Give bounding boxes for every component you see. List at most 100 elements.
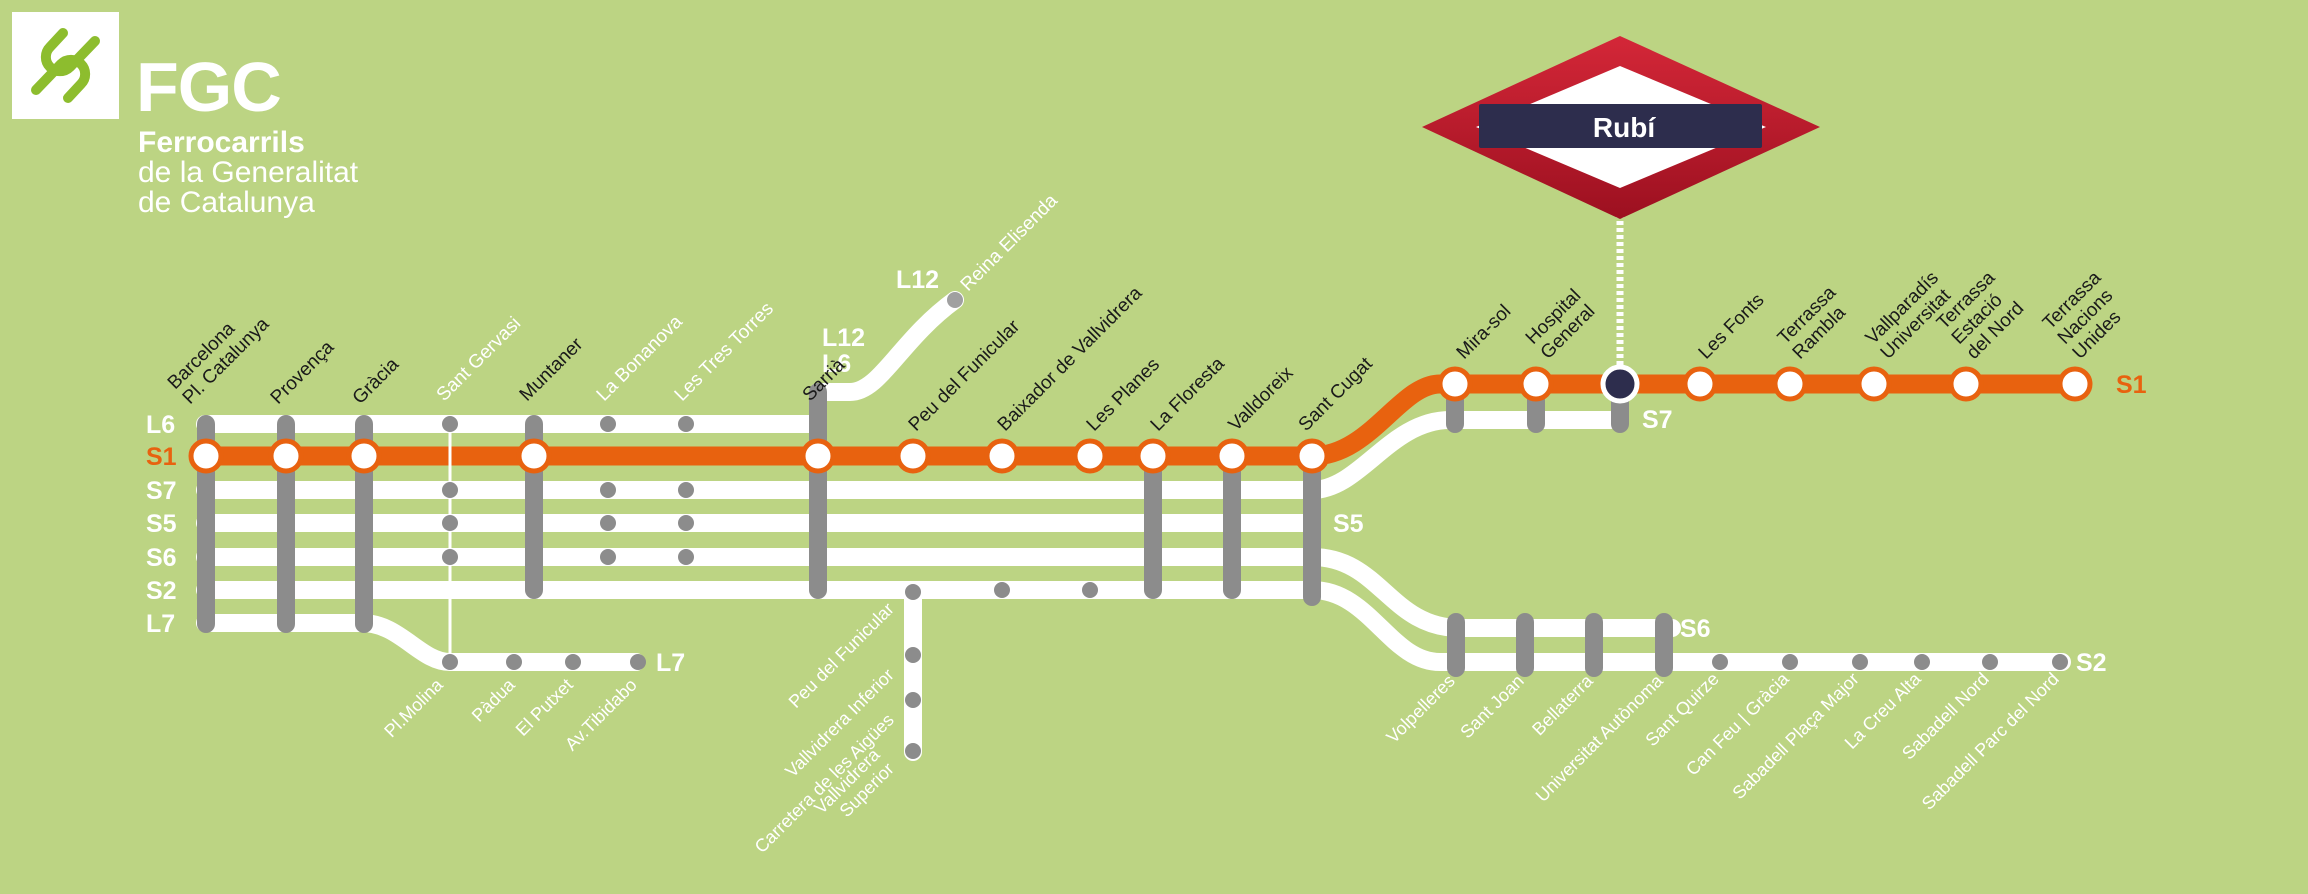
dot xyxy=(678,515,694,531)
s1-stop[interactable] xyxy=(1072,438,1108,474)
s1-stations xyxy=(188,366,2093,474)
station-label-top: Gràcia xyxy=(349,354,404,409)
dot xyxy=(905,647,921,663)
s1-stop[interactable] xyxy=(895,438,931,474)
brand-line-1: Ferrocarrils xyxy=(138,126,305,159)
label-l12-branch: L12 xyxy=(896,266,939,294)
label-s7: S7 xyxy=(146,477,177,505)
station-label-s2: Sabadell Parc del Nord xyxy=(1918,669,2063,814)
dot xyxy=(1982,654,1998,670)
current-station-sign: Rubí xyxy=(1422,36,1820,404)
label-s5: S5 xyxy=(146,510,177,538)
label-s1-end: S1 xyxy=(2116,371,2147,399)
station-label-l7: Pàdua xyxy=(468,674,520,726)
brand-subtitle: Ferrocarrils de la Generalitat de Catalu… xyxy=(138,128,358,218)
s1-stop[interactable] xyxy=(1135,438,1171,474)
label-l6: L6 xyxy=(146,411,175,439)
dot xyxy=(947,292,963,308)
s1-stop[interactable] xyxy=(268,438,304,474)
station-dots xyxy=(442,292,2068,759)
station-label-l7: Pl.Molina xyxy=(380,674,447,741)
line-s7 xyxy=(196,411,1619,499)
current-station-marker[interactable] xyxy=(1600,364,1640,404)
station-label-top: HospitalGeneral xyxy=(1522,285,1600,363)
station-label-top: Provença xyxy=(267,337,339,409)
dot xyxy=(600,549,616,565)
dot xyxy=(678,416,694,432)
dot xyxy=(905,743,921,759)
line-l12 xyxy=(809,291,964,401)
dot xyxy=(600,482,616,498)
s1-stop[interactable] xyxy=(800,438,836,474)
dot xyxy=(442,549,458,565)
label-s6: S6 xyxy=(146,544,177,572)
dot xyxy=(905,692,921,708)
dot xyxy=(442,482,458,498)
line-labels: L6 S1 S7 S5 S6 S2 L7 L12 L12 L6 S1 S7 S5… xyxy=(146,266,2147,677)
s1-stop[interactable] xyxy=(1437,366,1473,402)
s1-stop[interactable] xyxy=(516,438,552,474)
station-label-top: Mira-sol xyxy=(1453,301,1516,364)
s1-stop[interactable] xyxy=(1294,438,1330,474)
brand-acronym: FGC xyxy=(136,48,282,126)
current-station-name: Rubí xyxy=(1593,112,1656,143)
station-label-s2: Sant Joan xyxy=(1456,671,1527,742)
label-s7-end: S7 xyxy=(1642,406,1673,434)
line-s6 xyxy=(196,548,1681,637)
label-l12-sarria: L12 xyxy=(822,324,865,352)
dot xyxy=(565,654,581,670)
dot xyxy=(600,515,616,531)
s1-stop[interactable] xyxy=(2057,366,2093,402)
label-l7: L7 xyxy=(146,610,175,638)
dot xyxy=(678,482,694,498)
dot xyxy=(1914,654,1930,670)
station-label-top: Sant Gervasi xyxy=(433,313,526,406)
label-l6-sarria: L6 xyxy=(822,350,851,378)
s1-stop[interactable] xyxy=(1682,366,1718,402)
station-label-l7: El Putxet xyxy=(512,675,577,740)
station-label-top: BarcelonaPl. Catalunya xyxy=(164,299,274,409)
label-s2-end: S2 xyxy=(2076,649,2107,677)
dot xyxy=(1082,582,1098,598)
station-label-top: Baixador de Vallvidrera xyxy=(994,282,1147,435)
label-s1: S1 xyxy=(146,443,177,471)
dot xyxy=(442,515,458,531)
dot xyxy=(905,584,921,600)
label-s2: S2 xyxy=(146,577,177,605)
label-s6-end: S6 xyxy=(1680,615,1711,643)
dot xyxy=(442,416,458,432)
dot xyxy=(2052,654,2068,670)
station-label-top: TerrassaRambla xyxy=(1774,282,1856,364)
station-label-l12: Reina Elisenda xyxy=(957,190,1063,296)
brand-line-3: de Catalunya xyxy=(138,186,315,219)
sign-name-bar xyxy=(1479,104,1762,148)
s1-stop[interactable] xyxy=(346,438,382,474)
dot xyxy=(630,654,646,670)
s1-stop[interactable] xyxy=(188,438,224,474)
dot xyxy=(442,654,458,670)
label-l7-end: L7 xyxy=(656,649,685,677)
station-label-s2: Bellaterra xyxy=(1528,670,1597,739)
fgc-logo-icon xyxy=(31,28,100,103)
s1-stop[interactable] xyxy=(1214,438,1250,474)
logo-box xyxy=(12,12,119,119)
dot xyxy=(678,549,694,565)
dot xyxy=(600,416,616,432)
station-label-top: Valldoreix xyxy=(1225,362,1298,435)
dot xyxy=(1782,654,1798,670)
station-label-top: Les Tres Torres xyxy=(671,298,778,405)
line-s2 xyxy=(196,581,2071,671)
s1-stop[interactable] xyxy=(1518,366,1554,402)
station-label-s2: Volpelleres xyxy=(1382,671,1458,747)
s1-stop[interactable] xyxy=(1948,366,1984,402)
station-label-top: TerrassaNacionsUnides xyxy=(2039,267,2135,363)
brand-line-2: de la Generalitat xyxy=(138,156,359,189)
dot xyxy=(1712,654,1728,670)
label-s5-end: S5 xyxy=(1333,510,1364,538)
s1-stop[interactable] xyxy=(984,438,1020,474)
s1-stop[interactable] xyxy=(1772,366,1808,402)
s1-stop[interactable] xyxy=(1856,366,1892,402)
